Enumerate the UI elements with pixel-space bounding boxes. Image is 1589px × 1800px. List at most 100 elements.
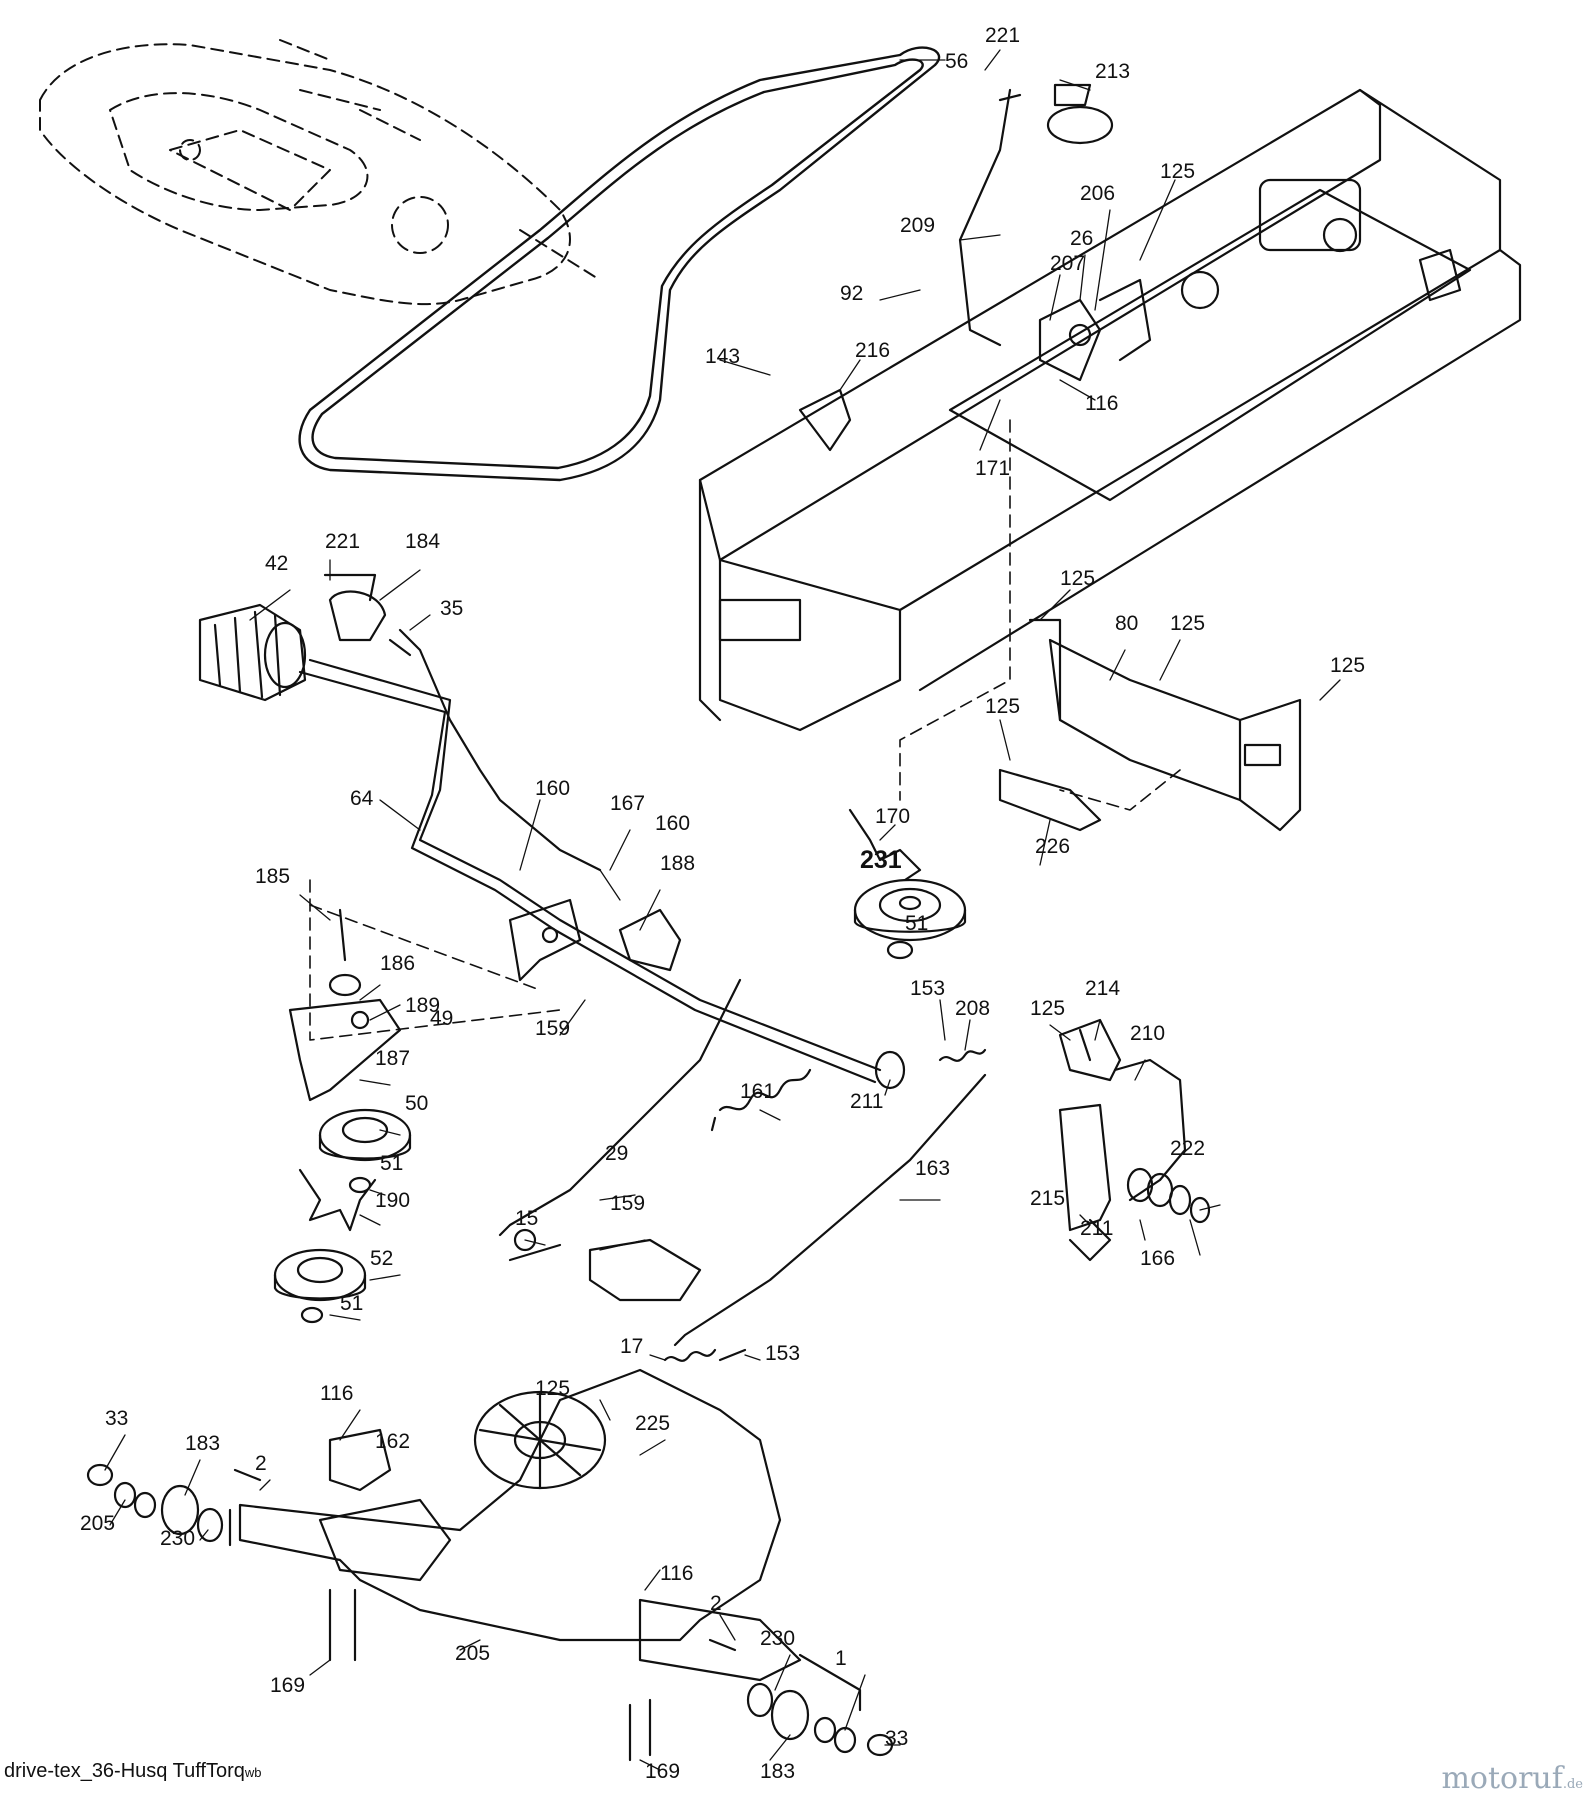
callout-29: 29 — [605, 1142, 628, 1165]
drive-belt — [298, 46, 941, 482]
axle-hardware-left — [86, 1463, 262, 1543]
callout-125: 125 — [1030, 997, 1065, 1020]
rod-29 — [498, 978, 742, 1262]
spring-208 — [938, 1048, 987, 1062]
idler-arm-189 — [288, 908, 402, 1102]
callout-167: 167 — [610, 792, 645, 815]
callout-51: 51 — [380, 1152, 403, 1175]
dashed-guide-lines — [309, 419, 1181, 1041]
diagram-footer-label: drive-tex_36-Husq TuffTorqwb — [4, 1760, 261, 1783]
callout-116: 116 — [1085, 392, 1118, 415]
callout-33: 33 — [105, 1407, 128, 1430]
callout-162: 162 — [375, 1430, 410, 1453]
callout-49: 49 — [430, 1007, 453, 1030]
callout-125: 125 — [1170, 612, 1205, 635]
callout-205: 205 — [455, 1642, 490, 1665]
mower-deck-outline — [39, 39, 601, 306]
pulley-50 — [318, 1108, 412, 1194]
callout-2: 2 — [255, 1452, 267, 1475]
callout-163: 163 — [915, 1157, 950, 1180]
lever-35 — [388, 628, 602, 872]
callout-125: 125 — [1160, 160, 1195, 183]
callout-215: 215 — [1030, 1187, 1065, 1210]
shift-lever-209 — [958, 88, 1022, 347]
callout-221: 221 — [985, 24, 1020, 47]
bracket-207-206 — [1038, 278, 1152, 382]
callout-35: 35 — [440, 597, 463, 620]
callout-169: 169 — [270, 1674, 305, 1697]
washers-222-166 — [1146, 1172, 1211, 1224]
bolts-169 — [328, 1588, 652, 1762]
callout-214: 214 — [1085, 977, 1120, 1000]
callout-230: 230 — [760, 1627, 795, 1650]
bracket-80 — [1028, 618, 1302, 832]
callout-211: 211 — [850, 1090, 883, 1113]
callout-92: 92 — [840, 282, 863, 305]
callout-230: 230 — [160, 1527, 195, 1550]
callout-208: 208 — [955, 997, 990, 1020]
callout-187: 187 — [375, 1047, 410, 1070]
callout-166: 166 — [1140, 1247, 1175, 1270]
brand-watermark: motoruf.de — [1441, 1761, 1583, 1796]
callout-205: 205 — [80, 1512, 115, 1535]
callout-210: 210 — [1130, 1022, 1165, 1045]
spring-17 — [663, 1348, 747, 1362]
callout-42: 42 — [265, 552, 288, 575]
callout-26: 26 — [1070, 227, 1093, 250]
callout-33: 33 — [885, 1727, 908, 1750]
spring-190 — [298, 1168, 377, 1232]
callout-171: 171 — [975, 457, 1010, 480]
cap-184-221 — [323, 573, 387, 642]
callout-153: 153 — [910, 977, 945, 1000]
callout-226: 226 — [1035, 835, 1070, 858]
callout-159: 159 — [610, 1192, 645, 1215]
bushing-211 — [874, 1050, 1154, 1203]
callout-184: 184 — [405, 530, 440, 553]
callout-213: 213 — [1095, 60, 1130, 83]
callout-160: 160 — [655, 812, 690, 835]
callout-15: 15 — [515, 1207, 538, 1230]
bracket-188 — [618, 908, 682, 972]
callout-125: 125 — [985, 695, 1020, 718]
callout-221: 221 — [325, 530, 360, 553]
footer-label-main: drive-tex_36-Husq TuffTorq — [4, 1760, 245, 1782]
callout-231: 231 — [860, 846, 902, 874]
callout-207: 207 — [1050, 252, 1085, 275]
axle-hardware-right — [708, 1638, 894, 1757]
arm-bracket — [508, 898, 582, 982]
callout-183: 183 — [185, 1432, 220, 1455]
callout-160: 160 — [535, 777, 570, 800]
brand-tld: .de — [1562, 1777, 1583, 1792]
callout-125: 125 — [1330, 654, 1365, 677]
pedal-214 — [1058, 1018, 1122, 1082]
callout-116: 116 — [320, 1382, 353, 1405]
callout-51: 51 — [340, 1292, 363, 1315]
mount-plate-216 — [798, 388, 852, 452]
callout-183: 183 — [760, 1760, 795, 1783]
callout-206: 206 — [1080, 182, 1115, 205]
callout-159: 159 — [535, 1017, 570, 1040]
callout-185: 185 — [255, 865, 290, 888]
callout-216: 216 — [855, 339, 890, 362]
callout-56: 56 — [945, 50, 968, 73]
idler-pulley-231 — [848, 808, 967, 960]
pulley-52 — [273, 1248, 367, 1324]
callout-50: 50 — [405, 1092, 428, 1115]
callout-169: 169 — [645, 1760, 680, 1783]
callout-1: 1 — [835, 1647, 847, 1670]
callout-222: 222 — [1170, 1137, 1205, 1160]
spring-161 — [710, 1068, 812, 1132]
knob-213 — [1046, 83, 1114, 145]
callout-211: 211 — [1080, 1217, 1113, 1240]
callout-125: 125 — [1060, 567, 1095, 590]
callout-51: 51 — [905, 912, 928, 935]
plate-226 — [998, 768, 1102, 832]
callout-186: 186 — [380, 952, 415, 975]
footer-label-suffix: wb — [244, 1765, 262, 1780]
callout-80: 80 — [1115, 612, 1138, 635]
callout-64: 64 — [350, 787, 374, 810]
leader-lines — [104, 49, 1341, 1771]
grip-42 — [198, 603, 307, 702]
